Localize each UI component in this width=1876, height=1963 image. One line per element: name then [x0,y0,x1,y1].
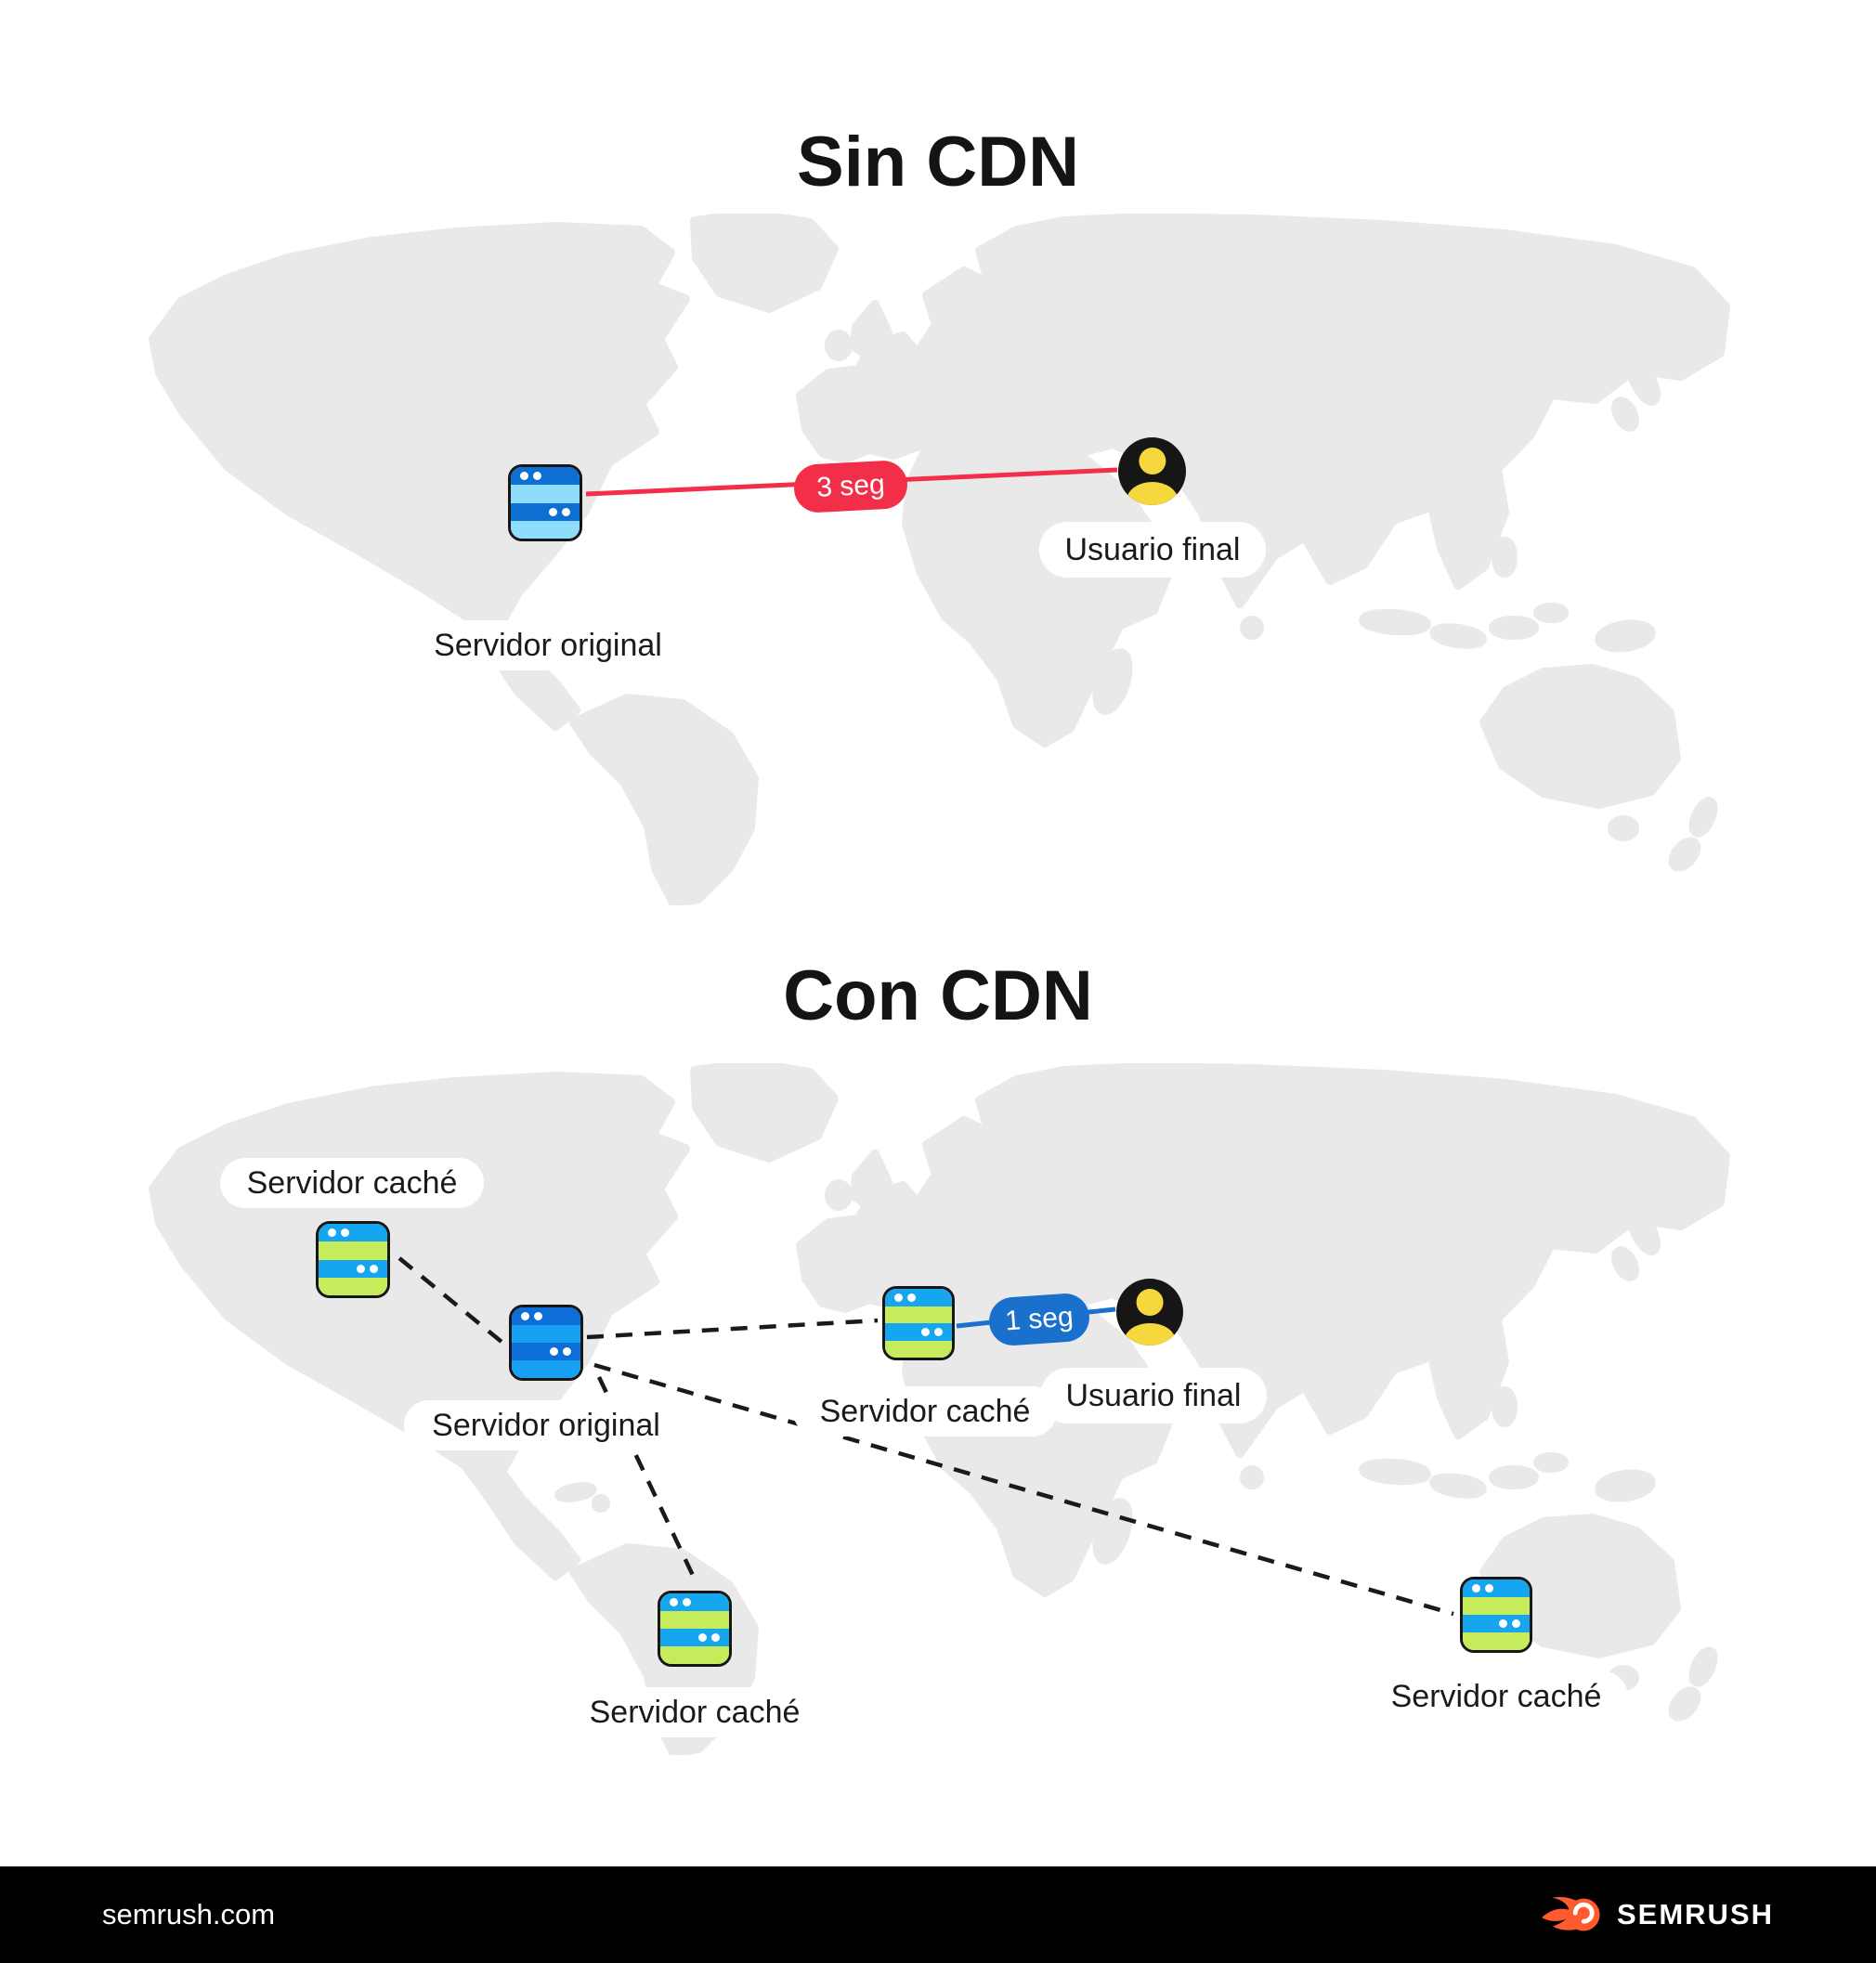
title-sin-cdn: Sin CDN [797,123,1079,202]
latency-badge: 1 seg [987,1292,1091,1347]
avatar-head [1136,1288,1164,1316]
end-user-label: Usuario final [1040,1368,1267,1424]
end-user-label: Usuario final [1039,522,1266,578]
server-stripe [885,1306,952,1323]
brand-name: SEMRUSH [1616,1898,1774,1930]
map-without-cdn: Servidor original 3 seg Usuario final [139,214,1737,905]
avatar-torso [1124,1322,1176,1346]
server-stripe [319,1242,387,1260]
server-stripe [512,1343,580,1360]
server-stripe [512,1325,580,1343]
server-stripe [885,1323,952,1341]
server-stripe [1463,1632,1530,1650]
end-user-icon [1118,437,1186,505]
origin-server-label: Servidor original [404,1400,688,1450]
server-stripe [511,520,580,539]
server-stripe [512,1307,580,1325]
server-stripe [660,1611,729,1629]
flame-icon [1542,1897,1600,1931]
server-stripe [885,1340,952,1358]
server-stripe [511,502,580,521]
server-stripe [885,1289,952,1306]
avatar-head [1138,447,1166,475]
map-with-cdn: Servidor caché Servidor original Servido… [139,1063,1737,1755]
server-stripe [1463,1615,1530,1632]
origin-server-label: Servidor original [406,620,690,670]
cache-server-label-sa: Servidor caché [563,1687,827,1737]
website-url: semrush.com [102,1898,276,1930]
cache-server-icon-na [316,1221,390,1298]
cache-server-icon-eu [882,1286,955,1360]
cache-server-label-na: Servidor caché [220,1158,484,1208]
server-stripe [1463,1597,1530,1615]
server-stripe [511,485,580,503]
title-con-cdn: Con CDN [783,956,1093,1035]
cache-server-label-eu: Servidor caché [793,1386,1057,1436]
server-stripe [319,1224,387,1242]
server-stripe [660,1646,729,1664]
footer: semrush.com SEMRUSH [0,1866,1876,1963]
latency-badge: 3 seg [792,459,909,514]
semrush-logo: SEMRUSH [1541,1895,1774,1934]
server-stripe [1463,1580,1530,1597]
server-stripe [660,1593,729,1611]
end-user-icon [1116,1279,1183,1346]
server-stripe [319,1277,387,1295]
cache-server-icon-au [1460,1577,1532,1653]
world-map [139,214,1737,905]
cache-server-icon-sa [658,1591,732,1667]
origin-server-icon [509,1305,583,1381]
server-stripe [319,1259,387,1278]
server-stripe [512,1360,580,1378]
server-stripe [660,1629,729,1646]
avatar-torso [1126,482,1179,505]
server-stripe [511,467,580,486]
origin-server-icon [508,464,582,541]
cache-server-label-au: Servidor caché [1364,1671,1628,1722]
